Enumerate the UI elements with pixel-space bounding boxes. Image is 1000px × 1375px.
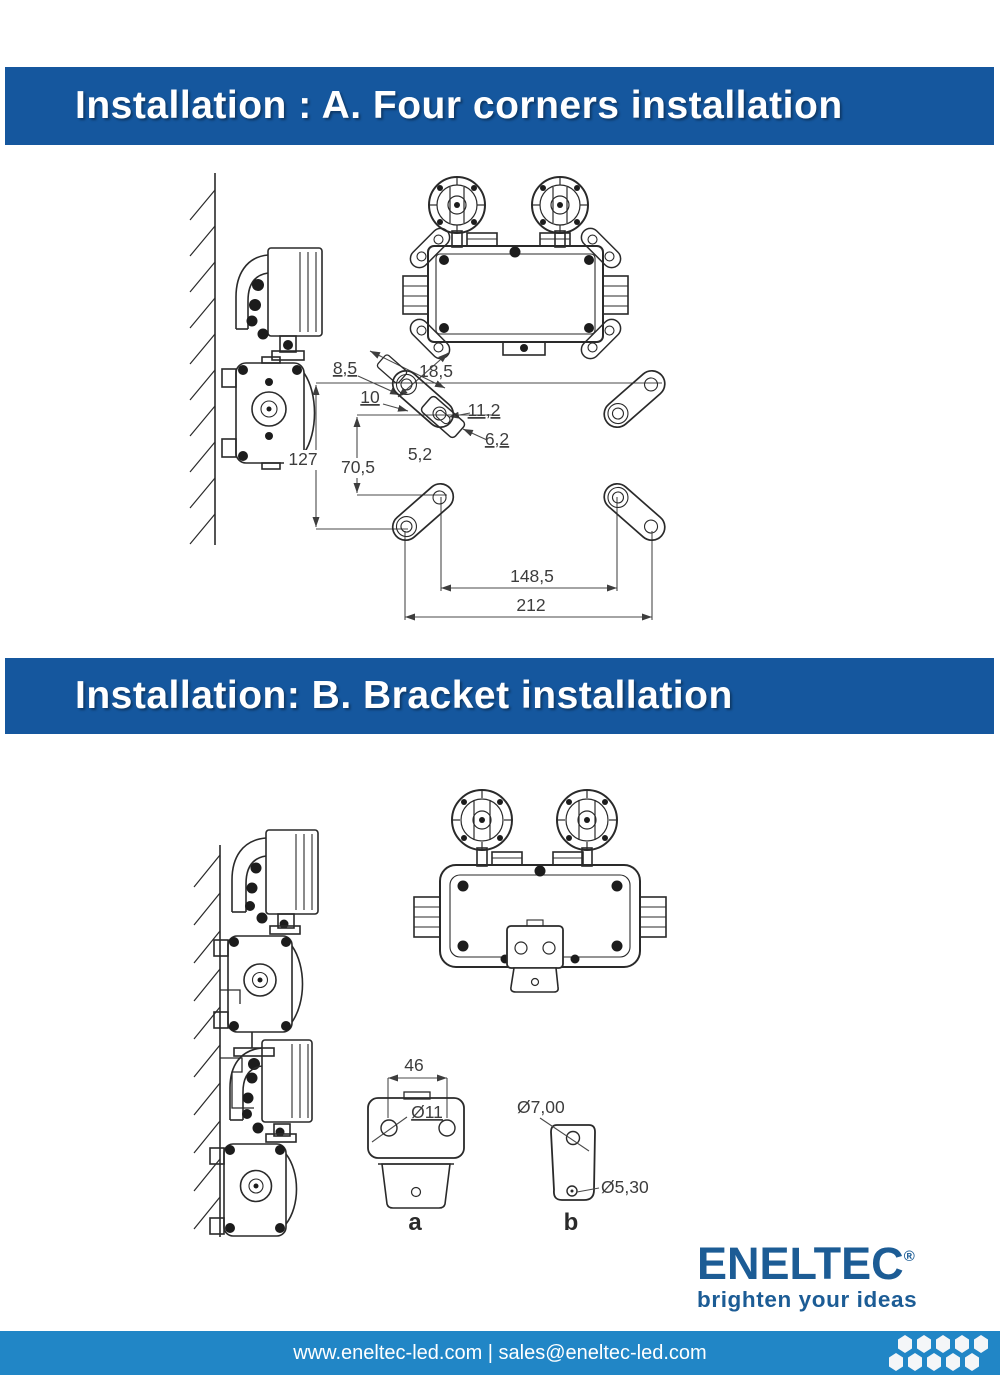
dim-5-2: 5,2 — [408, 444, 432, 464]
section-a-header-bar: Installation : A. Four corners installat… — [5, 67, 994, 145]
dim-6-2: 6,2 — [485, 429, 509, 449]
section-a-drawing: 8,5 18,5 10 11,2 6,2 5,2 127 70,5 148,5 … — [189, 173, 671, 621]
brand-name-row: ENELTEC® — [697, 1241, 967, 1286]
dim-dia-7: Ø7,00 — [517, 1097, 565, 1117]
brand-name: ENELTEC — [697, 1238, 904, 1289]
section-b-title: Installation: B. Bracket installation — [75, 674, 733, 717]
registered-mark: ® — [903, 1248, 915, 1265]
section-a-title: Installation : A. Four corners installat… — [75, 84, 843, 127]
dim-11-2: 11,2 — [468, 400, 501, 420]
side-view-a — [221, 247, 323, 470]
footer-bar: www.eneltec-led.com | sales@eneltec-led.… — [0, 1331, 1000, 1375]
section-b-drawing: 46 Ø11 a Ø7,00 Ø5,30 b — [193, 789, 667, 1237]
brand-tagline: brighten your ideas — [697, 1287, 918, 1312]
wall-hatching-b — [193, 845, 221, 1237]
dim-10: 10 — [360, 387, 380, 407]
dim-127: 127 — [288, 449, 317, 469]
dimension-drawing-a: 8,5 18,5 10 11,2 6,2 5,2 127 70,5 148,5 … — [284, 350, 671, 621]
dim-46: 46 — [404, 1055, 423, 1075]
label-bracket-b: b — [564, 1209, 579, 1236]
dim-148-5: 148,5 — [510, 566, 554, 586]
dim-dia-11: Ø11 — [411, 1102, 443, 1122]
section-b-header-bar: Installation: B. Bracket installation — [5, 658, 994, 734]
wall-hatching-a — [189, 173, 216, 545]
dim-dia-5-3: Ø5,30 — [601, 1177, 649, 1197]
bracket-detail-a: 46 Ø11 a — [367, 1055, 465, 1236]
dim-70-5: 70,5 — [341, 457, 375, 477]
brand-logo: ENELTEC® brighten your ideas — [697, 1241, 967, 1312]
front-view-a — [402, 176, 629, 364]
dim-8-5: 8,5 — [333, 358, 357, 378]
side-view-b1 — [213, 829, 319, 1109]
hexagon-decoration — [889, 1335, 988, 1371]
dim-18-5: 18,5 — [419, 361, 453, 381]
footer-contact-text: www.eneltec-led.com | sales@eneltec-led.… — [293, 1341, 707, 1364]
dim-212: 212 — [516, 595, 545, 615]
side-view-b2 — [209, 1039, 313, 1237]
bracket-detail-b: Ø7,00 Ø5,30 b — [517, 1097, 649, 1236]
front-view-b — [413, 789, 667, 993]
label-bracket-a: a — [408, 1209, 422, 1236]
